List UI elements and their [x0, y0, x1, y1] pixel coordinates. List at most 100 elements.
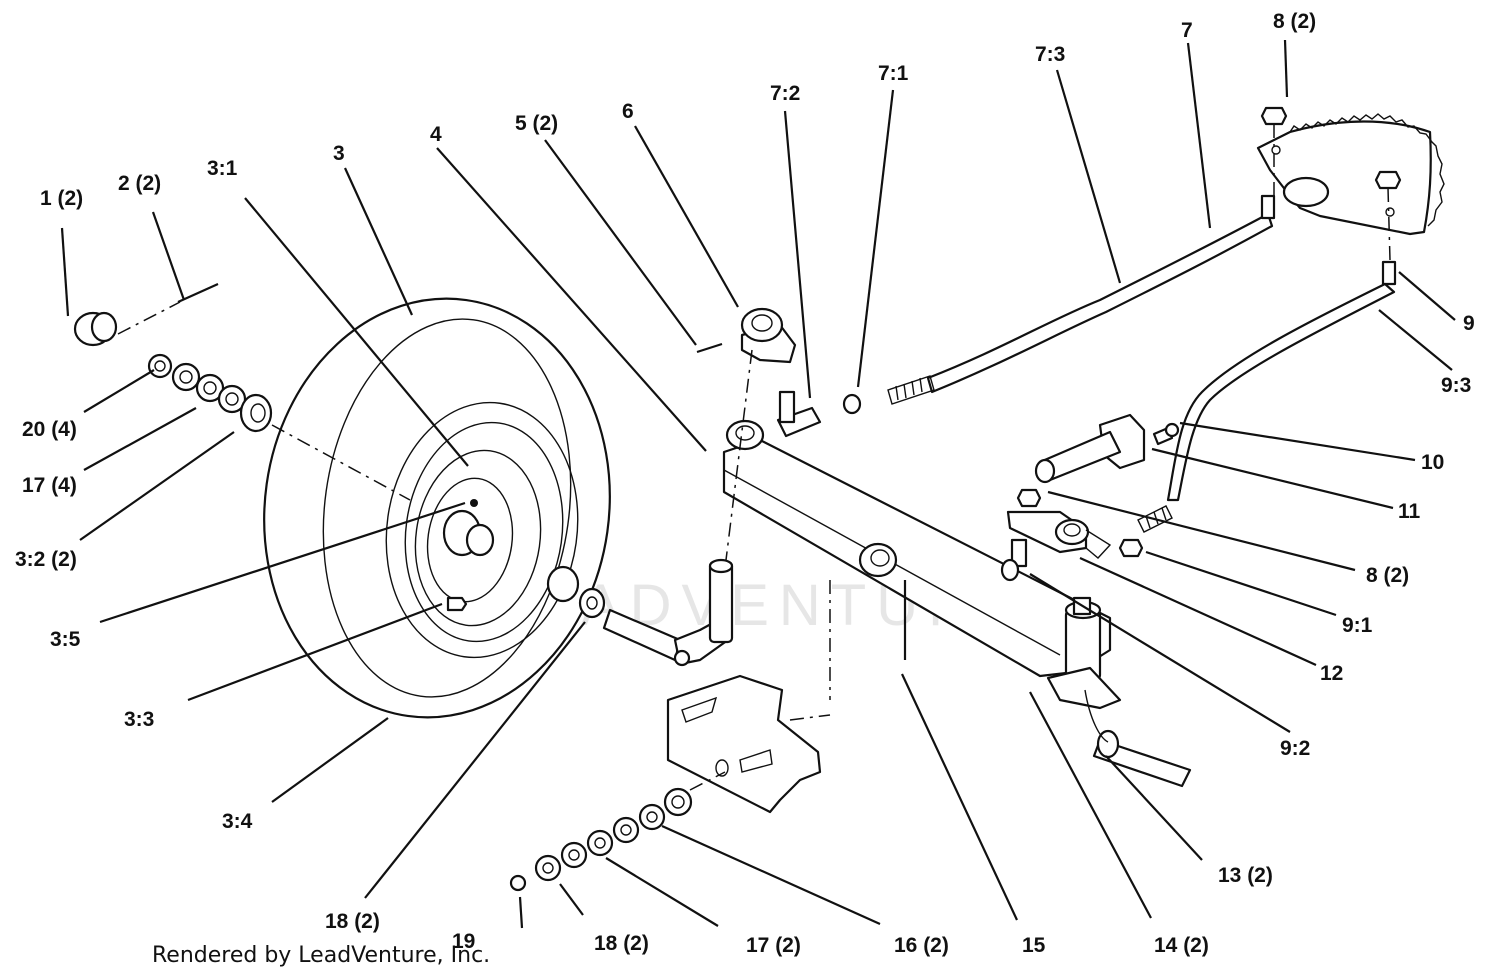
callout-3-2: 3:2 (2) — [15, 548, 77, 571]
jam-nut-7-1 — [842, 393, 862, 415]
hub-bore — [465, 523, 495, 557]
drag-link-rod — [926, 212, 1274, 394]
washer-17-bot-a-hole — [568, 849, 580, 861]
tie-rod-stud-7-2 — [778, 390, 796, 424]
bottom-washer-stack — [509, 787, 693, 892]
callout-13: 13 (2) — [1218, 864, 1273, 887]
washer-17-b-hole — [203, 381, 217, 395]
callout-1: 1 (2) — [40, 187, 83, 210]
callout-18-bot: 18 (2) — [594, 932, 649, 955]
axis-line-nut-b — [1387, 187, 1391, 261]
wheel-assembly — [263, 297, 611, 719]
washer-18 — [578, 587, 606, 619]
callout-10: 10 — [1421, 451, 1444, 474]
steering-arm-12 — [1000, 510, 1112, 582]
spacer-18 — [546, 565, 580, 603]
axle-left-pivot-hole — [735, 425, 755, 441]
spindle-axle-right — [1092, 738, 1192, 788]
washer-17-a — [171, 362, 201, 392]
callout-7: 7 — [1181, 19, 1193, 42]
washer-20-a-hole — [154, 360, 166, 372]
spindle-right-neck — [1084, 689, 1109, 743]
sector-gear — [1256, 106, 1445, 261]
callout-17-bot: 17 (2) — [746, 934, 801, 957]
callout-11: 11 — [1398, 500, 1421, 523]
tie-thread-3 — [1161, 507, 1167, 521]
pivot-shaft-end — [1034, 458, 1056, 484]
axis-line-kingpin — [725, 349, 753, 561]
callout-9-1: 9:1 — [1342, 614, 1373, 637]
rim-hole — [470, 499, 478, 507]
tie-rod-threaded-end — [1137, 505, 1173, 533]
hub-cap-face — [90, 311, 118, 343]
nut-8-top-b — [1374, 170, 1402, 190]
washer-16-c — [663, 787, 693, 817]
tie-rod-stud-9 — [1381, 260, 1397, 286]
callout-8-top: 8 (2) — [1273, 10, 1316, 33]
callout-15: 15 — [1022, 934, 1046, 957]
callout-3-1: 3:1 — [207, 157, 238, 180]
callout-7-3: 7:3 — [1035, 43, 1065, 66]
callout-17-left: 17 (4) — [22, 474, 77, 497]
sector-gear-hole-a — [1271, 145, 1281, 155]
axle-center-pivot-hole — [870, 549, 890, 567]
spindle-post-top — [708, 558, 734, 574]
thread-1 — [895, 385, 899, 401]
callout-2: 2 (2) — [118, 172, 161, 195]
callout-7-1: 7:1 — [878, 62, 909, 85]
callout-6: 6 — [622, 100, 634, 123]
callout-3: 3 — [333, 142, 345, 165]
washer-18-bot-hole — [542, 862, 554, 874]
callout-14: 14 (2) — [1154, 934, 1209, 957]
tie-rod-end-9-2 — [1010, 538, 1028, 568]
flange-bearing — [239, 393, 273, 433]
axle-left-pivot — [725, 419, 765, 451]
callout-3-3: 3:3 — [124, 708, 154, 731]
drag-link-threaded-end — [887, 375, 935, 405]
tire-sidewall-line — [322, 318, 572, 698]
washer-17-c — [217, 384, 247, 414]
tie-rod-end-7-2 — [776, 406, 822, 438]
washer-16-c-hole — [671, 795, 685, 809]
tie-rod-9 — [1118, 260, 1397, 558]
thread-2 — [903, 383, 907, 399]
steering-arm-6-hole — [751, 314, 773, 332]
nut-9-1 — [1118, 538, 1144, 558]
steering-arm-6-boss — [740, 307, 784, 343]
washer-16-a-hole — [620, 824, 632, 836]
frame-bracket — [666, 580, 831, 814]
spindle-parts — [546, 558, 734, 667]
valve-stem — [446, 596, 468, 612]
roll-pin-5 — [696, 342, 723, 354]
callout-4: 4 — [430, 123, 442, 146]
frame-bracket-plate — [666, 674, 822, 814]
callout-8-mid: 8 (2) — [1366, 564, 1409, 587]
callout-3-5: 3:5 — [50, 628, 81, 651]
thread-4 — [919, 377, 923, 393]
callout-16: 16 (2) — [894, 934, 949, 957]
sector-gear-center-hole — [1282, 176, 1330, 208]
washer-17-a-hole — [179, 370, 193, 384]
washer-17-bot-a — [560, 841, 588, 869]
spindle-post-left — [708, 560, 734, 644]
rim-outer — [385, 401, 579, 659]
steering-arm-12-key — [1085, 529, 1112, 559]
steering-arm-parts — [696, 307, 862, 561]
callout-9-3: 9:3 — [1441, 374, 1471, 397]
sector-gear-plate — [1256, 120, 1432, 236]
washer-18-bot — [534, 854, 562, 882]
tire — [263, 297, 611, 719]
callout-12: 12 — [1320, 662, 1343, 685]
drag-link-stud — [1260, 194, 1276, 220]
bolt-10-head — [1164, 422, 1180, 438]
leader-lines — [60, 39, 1456, 929]
spindle-nut — [673, 649, 691, 667]
steering-arm-12-hole — [1063, 523, 1081, 537]
axle-center-pivot — [858, 542, 898, 578]
tie-rod-bar — [1166, 282, 1396, 502]
tie-thread-2 — [1153, 511, 1159, 525]
callout-labels: 1 (2) 2 (2) 3:1 3 4 5 (2) 6 7:2 7:1 7:3 … — [15, 10, 1475, 957]
callout-19: 19 — [452, 930, 475, 953]
hub-small-parts — [73, 282, 411, 501]
